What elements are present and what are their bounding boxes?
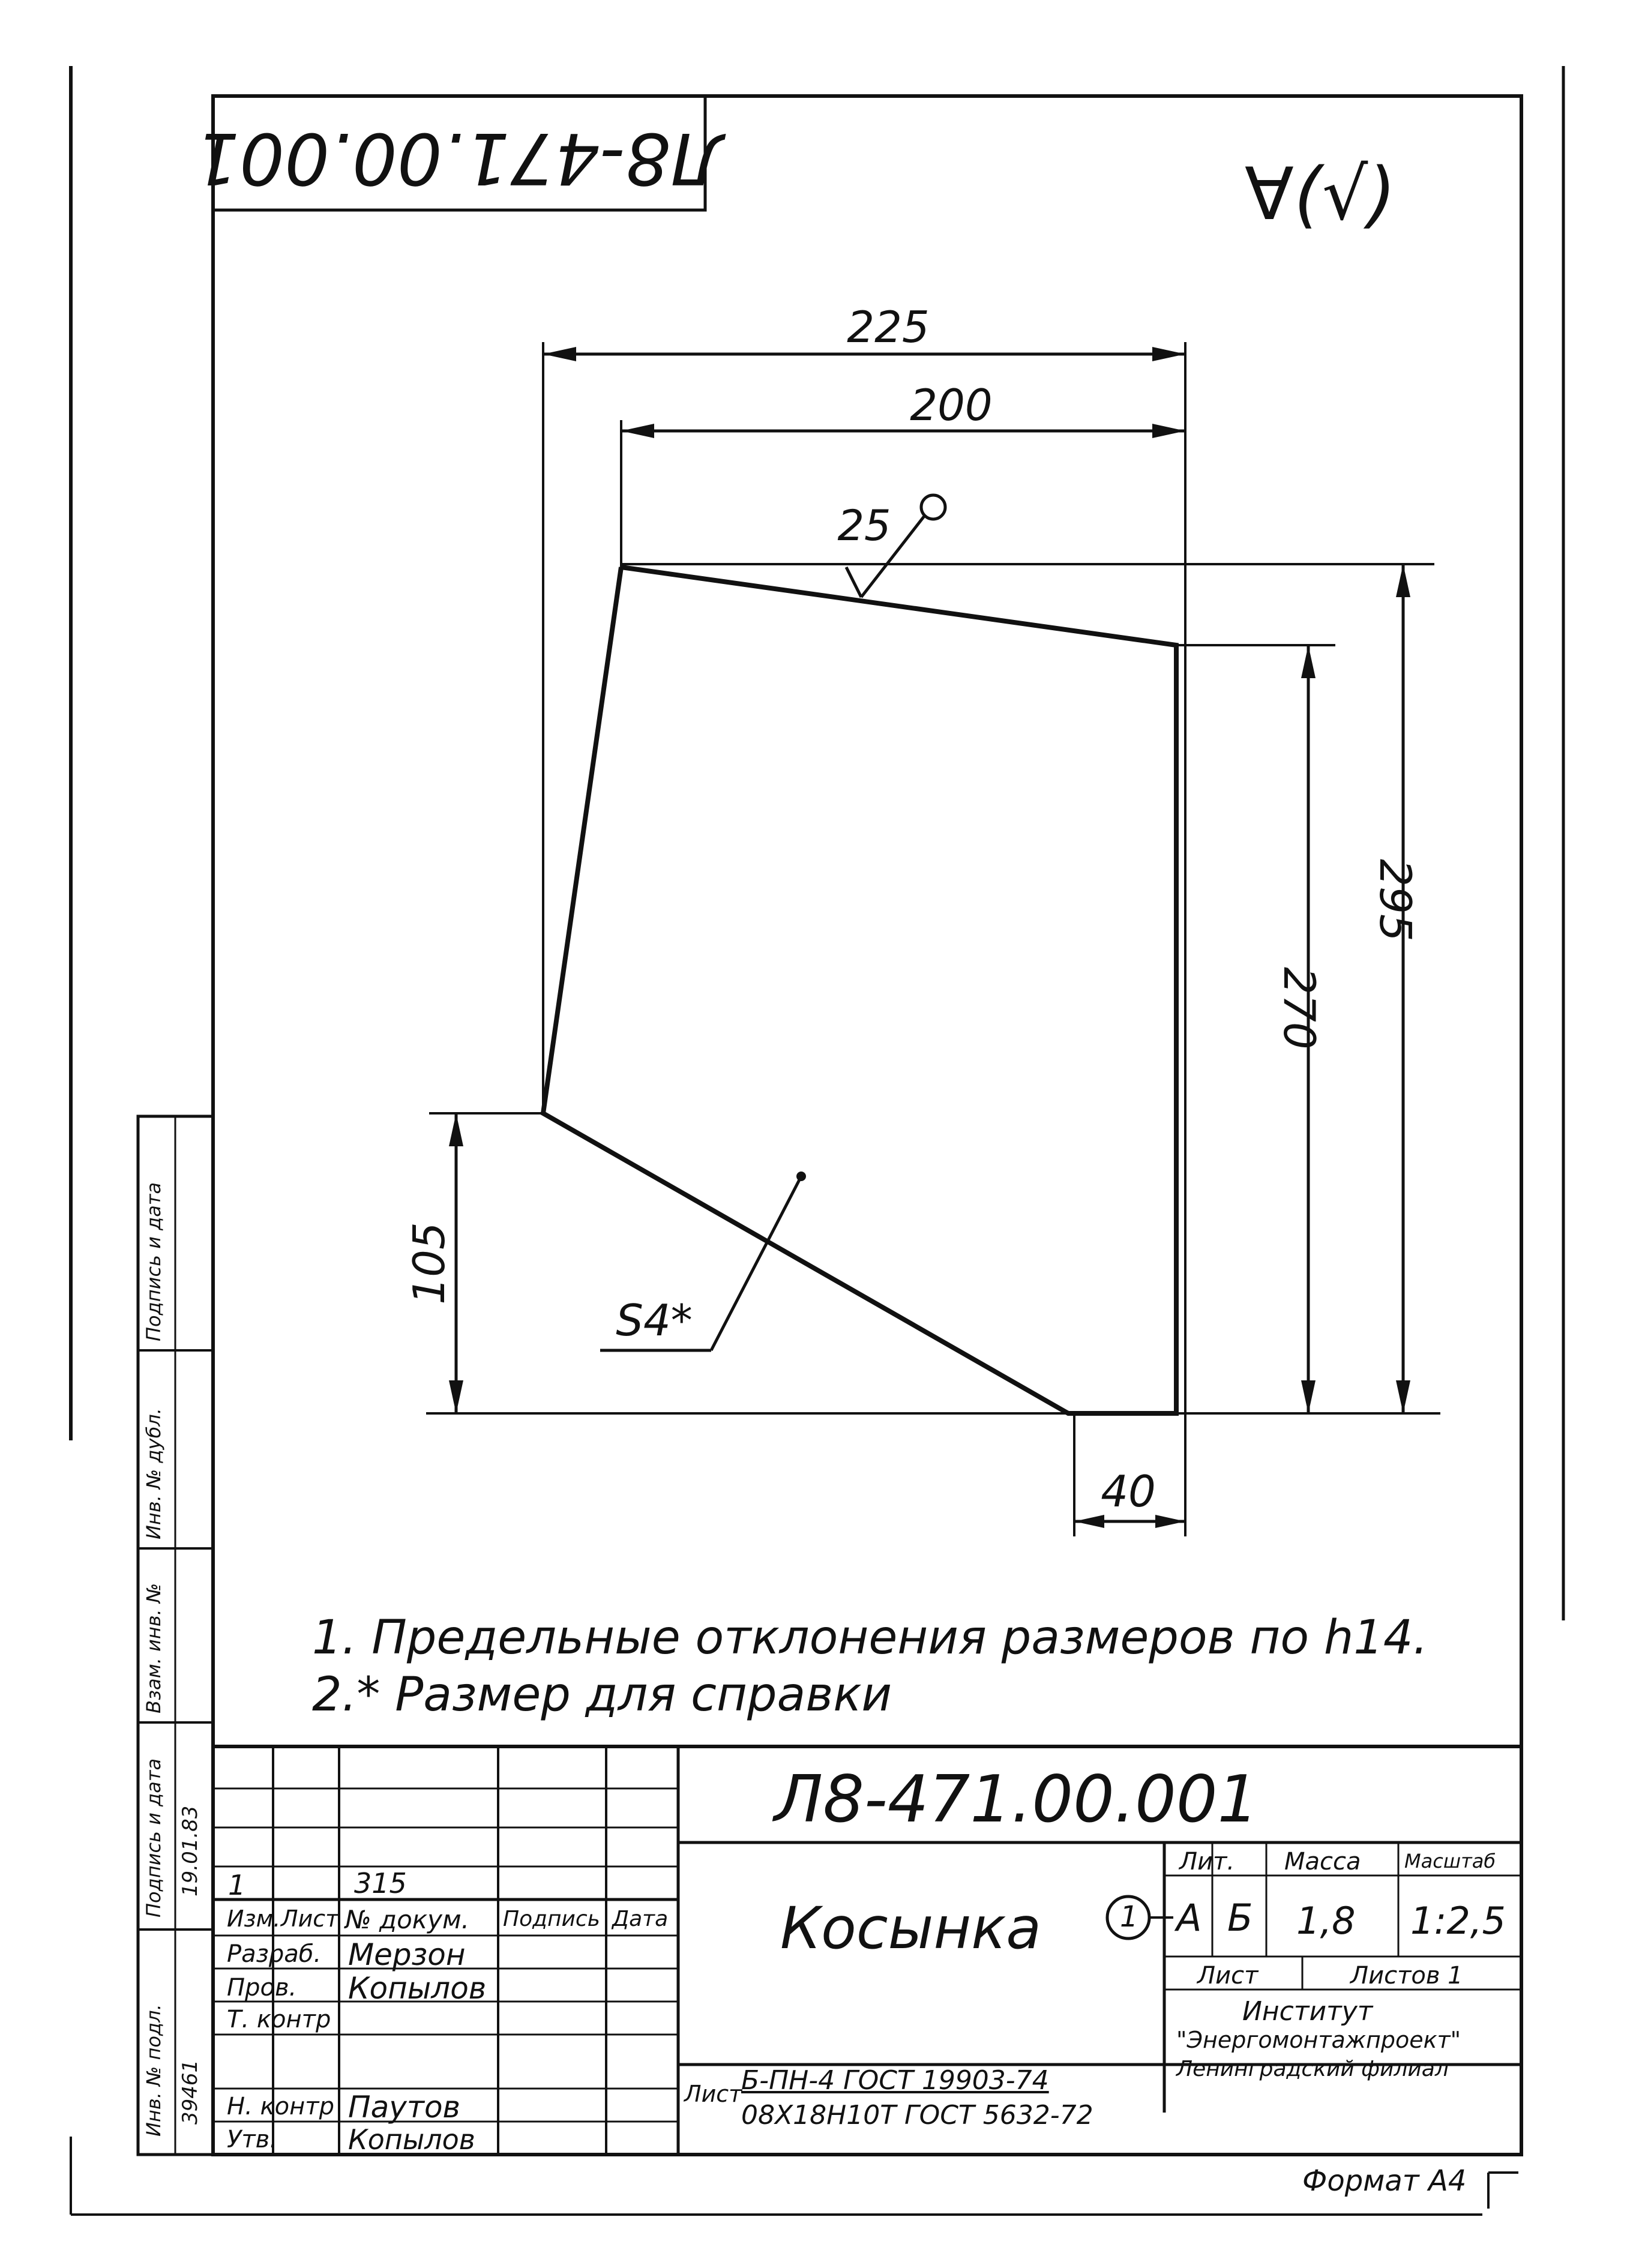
material-prefix: Лист <box>684 2081 742 2107</box>
header-doc: № докум. <box>345 1905 470 1934</box>
role-prov: Пров. <box>227 1974 297 2002</box>
role-nkontr: Н. контр <box>227 2093 334 2120</box>
side-stamp-cell-5: Подпись и дата <box>142 1182 165 1341</box>
header-sign: Подпись <box>503 1907 600 1931</box>
arrow-200-left <box>621 424 654 438</box>
name-nkontr: Паутов <box>348 2090 461 2125</box>
note-2: 2.* Размер для справки <box>312 1668 892 1722</box>
header-list: Лист <box>281 1906 339 1932</box>
dim-200-label: 200 <box>910 380 992 430</box>
number-top-rotated: Л8-471.00.001 <box>194 117 726 200</box>
arrow-295-bottom <box>1396 1380 1410 1413</box>
roughness-symbol: ∀(√) <box>1245 153 1396 236</box>
mass-value: 1,8 <box>1296 1899 1356 1943</box>
dim-40-label: 40 <box>1101 1466 1156 1517</box>
side-stamp-cell-1: Инв. № подл. <box>142 2004 165 2137</box>
format-label: Формат А4 <box>1302 2164 1467 2198</box>
part-outline <box>540 565 1179 1416</box>
dim-225-label: 225 <box>847 302 929 352</box>
name-utv: Копылов <box>348 2123 475 2156</box>
mass-label: Масса <box>1284 1848 1361 1875</box>
weld-leader-1 <box>844 566 863 598</box>
material-line-2: 08Х18Н10Т ГОСТ 5632-72 <box>741 2100 1093 2131</box>
lit-label: Лит. <box>1179 1848 1235 1875</box>
doc-number: Л8-471.00.001 <box>774 1762 1259 1837</box>
dim-270-label: 270 <box>1274 967 1325 1049</box>
side-stamp-cell-3: Взам. инв. № <box>142 1583 165 1713</box>
arrow-200-right <box>1152 424 1185 438</box>
scale-label: Масштаб <box>1404 1850 1496 1872</box>
dim-295-label: 295 <box>1370 859 1421 941</box>
change-izm: 1 <box>228 1869 246 1901</box>
part-name: Косынка <box>780 1895 1042 1962</box>
org-line-1: Институт <box>1242 1996 1373 2027</box>
role-utv: Утв. <box>227 2126 277 2153</box>
side-stamp <box>136 1114 215 2156</box>
org-line-2: "Энергомонтажпроект" <box>1176 2027 1461 2053</box>
weld-circle-icon <box>919 493 947 521</box>
arrow-270-bottom <box>1301 1380 1316 1413</box>
thickness-leader <box>709 1175 803 1352</box>
arrow-225-right <box>1152 347 1185 361</box>
arrow-295-top <box>1396 564 1410 597</box>
role-tkontr: Т. контр <box>227 2006 331 2033</box>
name-prov: Копылов <box>348 1971 487 2006</box>
arrow-105-bottom <box>449 1380 463 1413</box>
number-box-top <box>211 94 707 212</box>
position-marker: 1 <box>1120 1900 1138 1934</box>
sheets-label: Листов 1 <box>1350 1962 1463 1990</box>
drawing-frame <box>211 94 1523 2156</box>
dim-25-label: 25 <box>837 501 891 550</box>
change-doc: 315 <box>354 1867 407 1900</box>
scale-value: 1:2,5 <box>1410 1899 1506 1943</box>
org-line-3: Ленинградский филиал <box>1176 2057 1449 2081</box>
arrow-270-top <box>1301 645 1316 678</box>
side-stamp-cell-2: Подпись и дата <box>142 1758 165 1918</box>
dim-105-label: 105 <box>404 1222 454 1304</box>
role-razrab: Разраб. <box>227 1940 322 1968</box>
header-izm: Изм. <box>227 1906 281 1932</box>
arrow-225-left <box>543 347 576 361</box>
side-stamp-cell-4: Инв. № дубл. <box>142 1408 165 1539</box>
side-stamp-inv-value: 39461 <box>178 2059 202 2125</box>
note-1: 1. Предельные отклонения размеров по h14… <box>312 1611 1428 1665</box>
name-razrab: Мерзон <box>348 1937 466 1972</box>
thickness-label: S4* <box>616 1295 693 1346</box>
arrow-105-top <box>449 1113 463 1146</box>
side-stamp-date-value: 19.01.83 <box>178 1805 202 1897</box>
sheet-label: Лист <box>1197 1962 1259 1990</box>
lit-value-a: А <box>1176 1896 1202 1940</box>
weld-leader-2 <box>860 515 925 598</box>
arrow-40-left <box>1074 1515 1104 1528</box>
title-block <box>213 1745 1521 2155</box>
material-line-1: Б-ПН-4 ГОСТ 19903-74 <box>741 2065 1049 2096</box>
arrow-40-right <box>1155 1515 1185 1528</box>
header-date: Дата <box>612 1907 669 1931</box>
lit-value-b: Б <box>1227 1896 1253 1940</box>
thickness-leader-dot <box>796 1172 806 1181</box>
